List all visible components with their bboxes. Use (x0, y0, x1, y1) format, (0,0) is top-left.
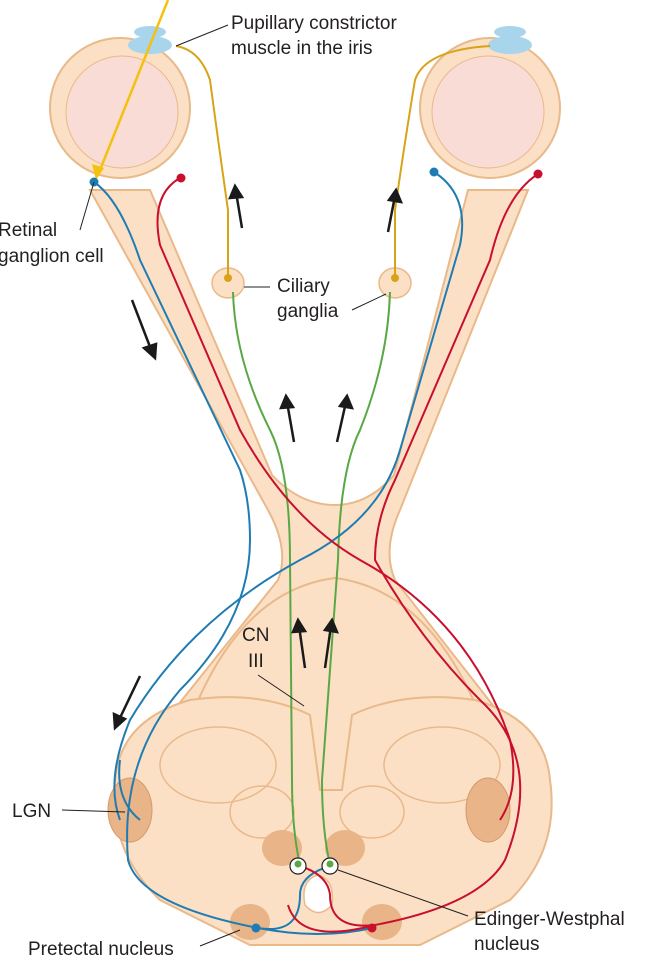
arrow-cn3-right-upper (335, 401, 348, 443)
label-retinal-line1: Retinal (0, 220, 57, 241)
pretectal-nucleus-left (230, 904, 270, 940)
colliculus-right (383, 726, 501, 804)
leader-lines (61, 24, 469, 947)
ew-cell-left (294, 860, 302, 868)
leader-retinal (79, 181, 95, 231)
arrow-cn3-left-upper-head (279, 393, 296, 410)
label-lgn: LGN (12, 801, 51, 822)
arrow-ciliary-left-head (228, 183, 245, 200)
retinal-ganglion-cell-left-red (176, 173, 186, 183)
leader-ew (337, 869, 469, 917)
leader-pretectal (199, 929, 241, 947)
left-eye (49, 26, 191, 179)
arrow-cn3-right-upper-head (337, 393, 355, 410)
label-pretectal: Pretectal nucleus (28, 939, 174, 960)
ew-cell-right (326, 860, 334, 868)
cerebral-aqueduct (303, 874, 334, 914)
retinal-ganglion-cell-right-red (533, 169, 543, 179)
arrow-optic-nerve-head (141, 342, 158, 361)
label-ew-line2: nucleus (474, 934, 540, 955)
tegmentum-right (339, 785, 405, 839)
red-nucleus-right (325, 830, 365, 866)
arrow-cn3-left-upper (285, 401, 296, 443)
label-ciliary-line1: Ciliary (277, 276, 330, 297)
ciliary-cell-right (391, 274, 399, 282)
pretectal-cell-right (367, 923, 377, 933)
label-pupillary-line1: Pupillary constrictor (231, 13, 397, 34)
arrow-cn3-right-lower-head (322, 617, 340, 634)
label-pupillary-line2: muscle in the iris (231, 38, 373, 59)
red-nucleus-left (262, 830, 302, 866)
right-iris-lens-lower (494, 26, 526, 38)
leader-ciliary-right (351, 293, 387, 311)
colliculus-left (159, 726, 277, 804)
cn3-fiber-left (232, 291, 301, 866)
arrow-tract (116, 675, 142, 723)
label-cn-line1: CN (242, 625, 269, 646)
pretectal-nucleus-right (362, 904, 402, 940)
label-retinal-line2: ganglion cell (0, 246, 104, 267)
midbrain-tissue (113, 696, 553, 946)
tegmentum-left (229, 785, 295, 839)
direction-arrows (112, 183, 404, 731)
arrow-tract-head (112, 711, 128, 731)
lgn-right (465, 777, 511, 843)
right-eye-interior (431, 55, 545, 169)
label-ciliary-line2: ganglia (277, 301, 339, 322)
pretectal-to-ew-red (287, 865, 376, 933)
retinal-ganglion-cell-right-blue (429, 167, 439, 177)
afferent-fiber-lgn-left (118, 759, 141, 821)
arrow-ciliary-right-head (386, 187, 404, 204)
postganglionic-fiber-right (394, 45, 491, 280)
right-iris-lens (488, 36, 532, 54)
left-iris-lens-lower (134, 26, 166, 38)
arrow-optic-nerve (130, 299, 154, 353)
arrow-cn3-left-lower-head (291, 617, 308, 634)
light-ray (96, 0, 170, 176)
afferent-fiber-red-crossing (156, 177, 515, 821)
leader-cn3 (257, 674, 305, 707)
pretectal-cell-left (251, 923, 261, 933)
afferent-fiber-red-ipsilateral (373, 173, 539, 926)
afferent-fiber-crossing (113, 171, 464, 821)
right-eye (419, 26, 561, 179)
arrow-cn3-right-lower (323, 625, 333, 669)
label-cn-line2: III (248, 651, 264, 672)
arrow-cn3-left-lower (297, 625, 307, 669)
light-ray-arrowhead (92, 164, 104, 180)
cn3-fiber-right (320, 291, 391, 866)
chiasm-lower-notch (189, 576, 483, 721)
leader-pupillary (175, 24, 229, 47)
afferent-fiber-ipsilateral (93, 181, 259, 929)
ciliary-cell-left (224, 274, 232, 282)
label-ew-line1: Edinger-Westphal (474, 909, 625, 930)
postganglionic-fiber-left (175, 45, 229, 280)
leader-lgn (61, 809, 126, 813)
